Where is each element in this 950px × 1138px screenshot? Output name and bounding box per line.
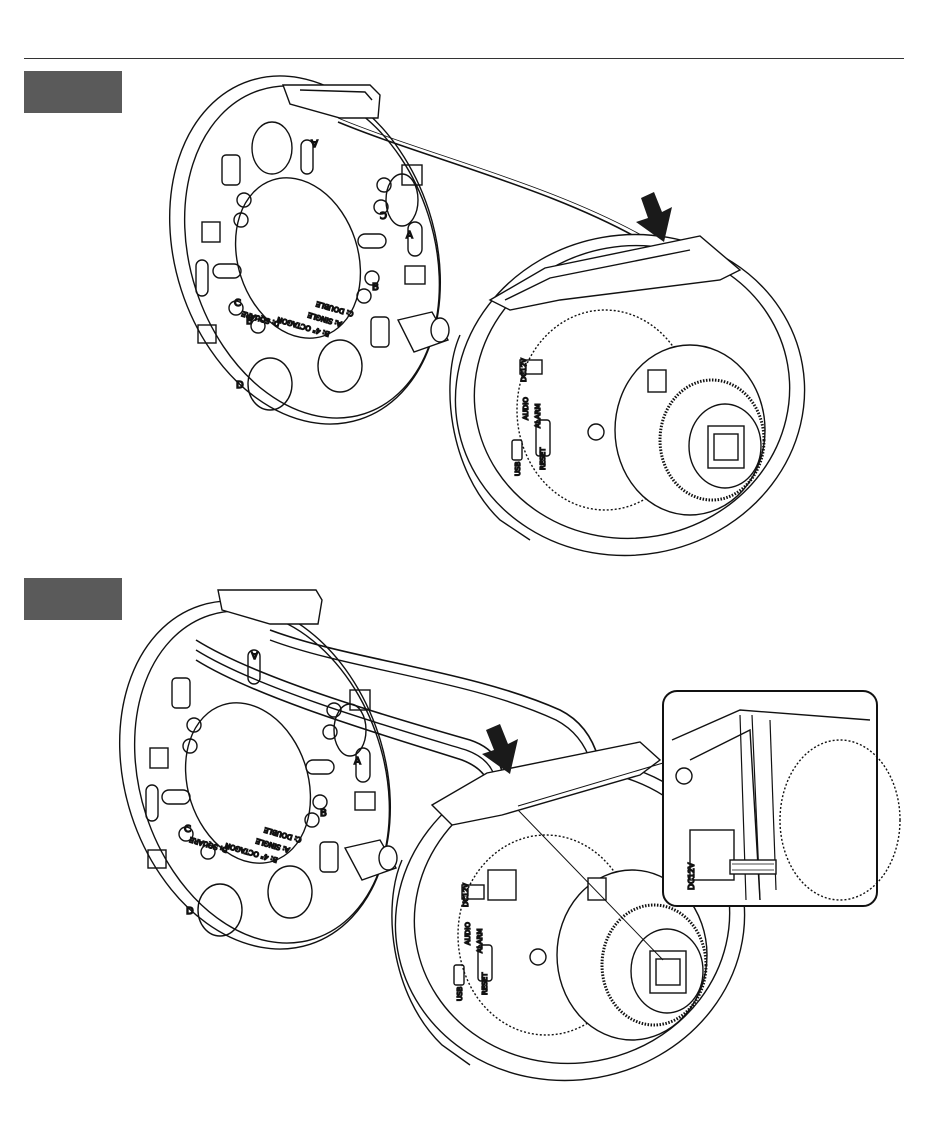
mounting-plate <box>126 41 483 460</box>
plate-label-c-left: C <box>234 298 241 309</box>
label-reset: RESET <box>539 447 547 470</box>
plate-label-b: B <box>320 808 327 819</box>
label-usb: USB <box>514 461 522 476</box>
plate-label-c: C <box>380 209 387 220</box>
plate-label-a-right: A <box>354 756 361 767</box>
figure-1-camera-mount-illustration: A A C B C B D A: SINGLE B: 4" OCTAGON C:… <box>0 0 950 570</box>
label-alarm: ALARM <box>476 928 484 953</box>
figure-2-camera-mount-illustration: A A B C D A: SINGLE B: 4" OCTAGON C: DOU… <box>0 570 950 1138</box>
label-usb: USB <box>456 986 464 1001</box>
plate-label-a-right: A <box>406 230 413 241</box>
plate-label-d: D <box>186 906 194 917</box>
camera-body <box>430 207 830 570</box>
label-alarm: ALARM <box>534 403 542 428</box>
detail-inset: DC12V <box>663 691 900 906</box>
plate-label-b: B <box>372 282 379 293</box>
label-audio: AUDIO <box>464 922 472 945</box>
plate-label-c: C <box>184 824 191 835</box>
label-dc12v: DC12V <box>520 358 528 382</box>
plate-label-a: A <box>311 137 318 148</box>
label-audio: AUDIO <box>522 397 530 420</box>
plate-label-d: D <box>236 380 244 391</box>
mounting-plate <box>76 570 433 984</box>
inset-label-dc12v: DC12V <box>687 862 696 890</box>
label-dc12v: DC12V <box>462 883 470 907</box>
plate-label-a: A <box>251 649 258 660</box>
label-reset: RESET <box>481 972 489 995</box>
